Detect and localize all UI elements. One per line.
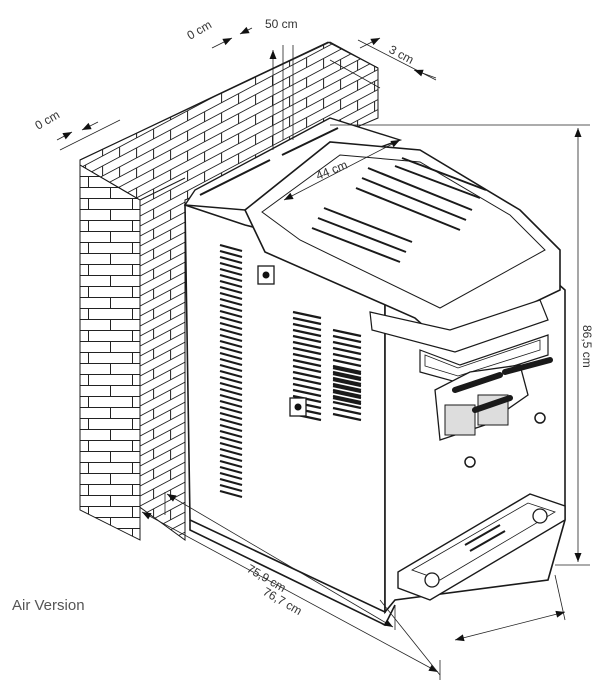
label-left-clearance: 0 cm xyxy=(33,107,63,132)
version-caption: Air Version xyxy=(12,597,85,614)
dim-front-width xyxy=(454,611,566,641)
label-rear-clearance: 0 cm xyxy=(185,17,215,42)
dim-depth-outer xyxy=(141,511,439,673)
label-top-clearance: 50 cm xyxy=(265,17,298,31)
dim-top-width xyxy=(283,139,401,201)
side-vent-center-2 xyxy=(332,328,362,422)
label-side-gap: 3 cm xyxy=(387,42,417,67)
dim-depth-inner xyxy=(166,493,394,628)
side-vent-left xyxy=(219,243,243,499)
side-vent-small xyxy=(332,366,362,406)
brick-wall xyxy=(79,41,379,541)
dimension-lines xyxy=(56,26,590,680)
dispensing-head xyxy=(434,357,553,468)
machine-body xyxy=(183,117,566,627)
label-height: 86,5 cm xyxy=(580,325,594,368)
lid-ribs xyxy=(311,157,487,263)
drip-tray xyxy=(397,493,566,601)
